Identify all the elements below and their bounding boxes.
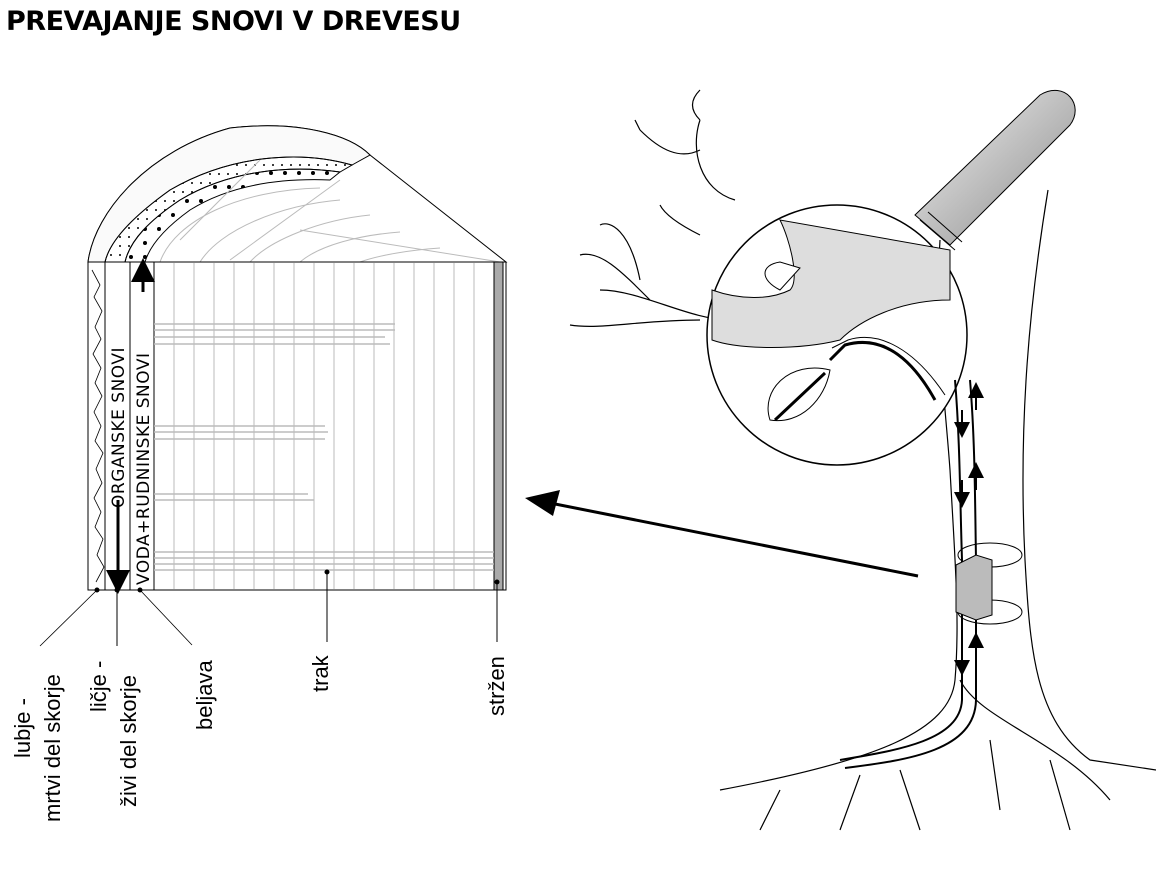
label-beljava: beljava xyxy=(192,660,217,730)
arrow-head-icon xyxy=(525,490,560,516)
flow-label-water-minerals: VODA+RUDNINSKE SNOVI xyxy=(134,353,154,586)
pith xyxy=(493,261,504,591)
transport-path xyxy=(839,379,984,769)
label-licje-desc: živi del skorje xyxy=(116,675,141,807)
magnifier-circle xyxy=(706,204,968,466)
page-title: PREVAJANJE SNOVI V DREVESU xyxy=(6,6,461,37)
label-lubje: lubje - xyxy=(10,698,35,758)
label-strzen: stržen xyxy=(484,656,509,716)
stem-cross-section: ORGANSKE SNOVI VODA+RUDNINSKE SNOVI xyxy=(87,125,508,594)
rays xyxy=(154,323,494,571)
magnifier-probe xyxy=(914,89,1076,251)
pointer-arrow xyxy=(544,500,919,578)
bark-texture xyxy=(91,269,105,583)
label-licje: ličje - xyxy=(86,661,111,712)
leader-lines xyxy=(39,569,500,647)
label-trak: trak xyxy=(308,654,333,692)
flow-label-organic: ORGANSKE SNOVI xyxy=(109,347,129,508)
stem-sample-cylinder xyxy=(955,542,1023,625)
label-lubje-desc: mrtvi del skorje xyxy=(40,674,65,822)
